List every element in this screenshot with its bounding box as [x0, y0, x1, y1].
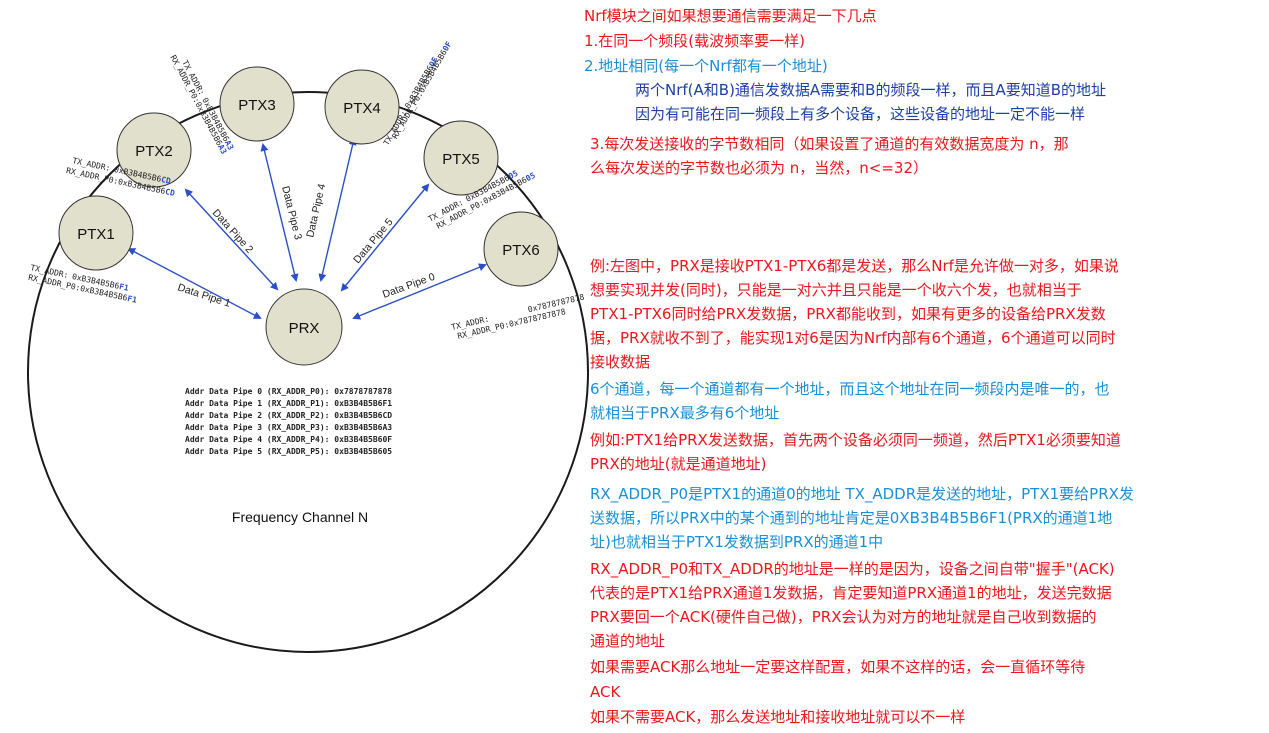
- frequency-channel-label: Frequency Channel N: [232, 509, 368, 525]
- note-point-2-sub-2: 因为有可能在同一频段上有多个设备，这些设备的地址一定不能一样: [635, 105, 1086, 123]
- example2-line: 例如:PTX1给PRX发送数据，首先两个设备必须同一频道，然后PTX1必须要知道: [590, 431, 1121, 449]
- node-ptx5: PTX5: [423, 120, 499, 196]
- node-label-ptx4: PTX4: [343, 100, 381, 117]
- rx-addr-line: 址)也就相当于PTX1发数据到PRX的通道1中: [590, 533, 884, 551]
- ack-line: 如果不需要ACK，那么发送地址和接收地址就可以不一样: [590, 708, 966, 726]
- node-ptx6: PTX6: [483, 211, 559, 287]
- note-point-3-line-2: 么每次发送的字节数也必须为 n，当然，n<=32）: [590, 159, 929, 177]
- note-point-3-line-1: 3.每次发送接收的字节数相同（如果设置了通道的有效数据宽度为 n，那: [590, 135, 1069, 153]
- node-ptx2: PTX2: [116, 112, 192, 188]
- example-line: 据，PRX就收不到了，能实现1对6是因为Nrf内部有6个通道，6个通道可以同时: [590, 329, 1116, 347]
- node-label-ptx2: PTX2: [135, 143, 173, 160]
- ack-line: 通道的地址: [590, 632, 666, 650]
- nrf-topology-diagram: Data Pipe 1 Data Pipe 2 Data Pipe 3 Data…: [27, 40, 589, 653]
- arrow-ptx4-prx: [318, 137, 357, 282]
- arrow-ptx6-prx: [352, 263, 487, 320]
- pipe-table-row: Addr Data Pipe 0 (RX_ADDR_P0): 0x7878787…: [185, 386, 392, 396]
- arrow-ptx3-prx: [260, 143, 299, 282]
- example-line: 例:左图中，PRX是接收PTX1-PTX6都是发送，那么Nrf是允许做一对多，如…: [590, 257, 1119, 275]
- ack-line: 如果需要ACK那么地址一定要这样配置，如果不这样的话，会一直循环等待: [590, 658, 1086, 676]
- pipe-table-row: Addr Data Pipe 3 (RX_ADDR_P3): 0xB3B4B5B…: [185, 422, 392, 432]
- rx-addr-line: 送数据，所以PRX中的某个通到的地址肯定是0XB3B4B5B6F1(PRX的通道…: [590, 509, 1113, 527]
- node-ptx4: PTX4: [324, 69, 400, 145]
- node-ptx3: PTX3: [219, 66, 295, 142]
- addr-annotation-ptx2: TX_ADDR:0xB3B4B5B6CD RX_ADDR_P0:0xB3B4B5…: [65, 156, 175, 198]
- example-line: 想要实现并发(同时)，只能是一对六并且只能是一个收六个发，也就相当于: [590, 281, 1082, 299]
- pipe-table-row: Addr Data Pipe 1 (RX_ADDR_P1): 0xB3B4B5B…: [185, 398, 392, 408]
- pipe-table-row: Addr Data Pipe 2 (RX_ADDR_P2): 0xB3B4B5B…: [185, 410, 392, 420]
- node-label-ptx1: PTX1: [77, 226, 115, 243]
- example2-line: PRX的地址(就是通道地址): [590, 455, 767, 473]
- ack-line: ACK: [590, 683, 621, 701]
- pipe-table-row: Addr Data Pipe 4 (RX_ADDR_P4): 0xB3B4B5B…: [185, 434, 392, 444]
- ack-line: PRX要回一个ACK(硬件自己做)，PRX会认为对方的地址就是自己收到数据的: [590, 608, 1097, 626]
- node-label-ptx6: PTX6: [502, 242, 540, 259]
- example-line: PTX1-PTX6同时给PRX发数据，PRX都能收到，如果有更多的设备给PRX发…: [590, 305, 1106, 323]
- channel-line: 6个通道，每一个通道都有一个地址，而且这个地址在同一频段内是唯一的，也: [590, 380, 1110, 398]
- ack-line: 代表的是PTX1给PRX通道1发数据，肯定要知道PRX通道1的地址，发送完数据: [590, 584, 1112, 602]
- frequency-channel-boundary: [27, 91, 589, 653]
- note-point-1: 1.在同一个频段(载波频率要一样): [584, 32, 806, 50]
- channel-line: 就相当于PRX最多有6个地址: [590, 404, 780, 422]
- node-label-ptx5: PTX5: [442, 151, 480, 168]
- note-point-2: 2.地址相同(每一个Nrf都有一个地址): [584, 57, 828, 75]
- notes-heading: Nrf模块之间如果想要通信需要满足一下几点: [584, 7, 877, 25]
- node-label-prx: PRX: [289, 320, 320, 337]
- note-point-2-sub-1: 两个Nrf(A和B)通信发数据A需要和B的频段一样，而且A要知道B的地址: [635, 81, 1107, 99]
- ack-line: RX_ADDR_P0和TX_ADDR的地址是一样的是因为，设备之间自带"握手"(…: [590, 560, 1115, 578]
- node-ptx1: PTX1: [58, 195, 134, 271]
- pipe-table-row: Addr Data Pipe 5 (RX_ADDR_P5): 0xB3B4B5B…: [185, 446, 392, 456]
- node-label-ptx3: PTX3: [238, 97, 276, 114]
- node-prx: PRX: [265, 288, 343, 366]
- rx-addr-line: RX_ADDR_P0是PTX1的通道0的地址 TX_ADDR是发送的地址，PTX…: [590, 485, 1134, 503]
- example-line: 接收数据: [590, 353, 651, 371]
- pipe-address-table: Addr Data Pipe 0 (RX_ADDR_P0): 0x7878787…: [185, 386, 392, 456]
